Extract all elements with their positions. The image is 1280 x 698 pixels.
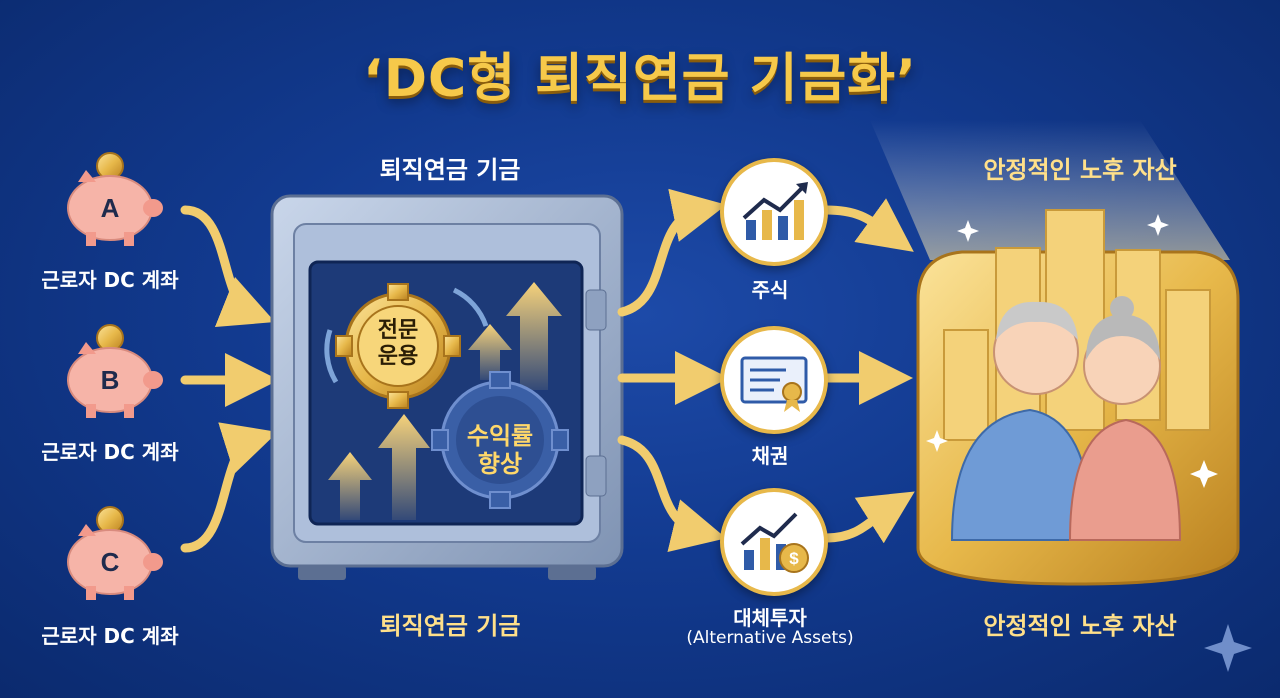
gear-return-improvement: 수익률 향상 (452, 422, 548, 478)
fund-safe-icon (270, 194, 624, 580)
star-icon (1204, 624, 1252, 672)
piggy-bank-c-icon: C (67, 506, 163, 600)
arrow-a-to-fund (180, 205, 276, 327)
retirement-assets-icon (870, 120, 1240, 586)
svg-text:B: B (101, 365, 120, 395)
piggy-bank-b-icon: B (67, 324, 163, 418)
stocks-label: 주식 (751, 278, 789, 302)
gear2-line1: 수익률 (466, 422, 534, 450)
alternatives-sublabel: (Alternative Assets) (686, 628, 854, 648)
bond-certificate-icon (740, 356, 808, 412)
alternative-investment-icon: $ (740, 512, 809, 573)
fund-label-top: 퇴직연금 기금 (379, 156, 521, 184)
stocks-circle (720, 158, 828, 266)
piggy-bank-a-icon: A (67, 152, 163, 246)
stock-chart-icon (742, 182, 808, 240)
svg-text:$: $ (789, 549, 799, 568)
alternatives-label: 대체투자 (733, 606, 807, 630)
fund-label-bottom: 퇴직연금 기금 (379, 612, 521, 640)
account-b-label: 근로자 DC 계좌 (41, 440, 179, 464)
result-label-top: 안정적인 노후 자산 (983, 156, 1177, 184)
svg-text:C: C (101, 547, 120, 577)
bonds-label: 채권 (751, 444, 789, 468)
arrow-stocks-to-result (821, 198, 914, 252)
alternatives-circle: $ (720, 488, 828, 596)
account-c-label: 근로자 DC 계좌 (41, 624, 179, 648)
svg-text:A: A (101, 193, 120, 223)
gear1-line2: 운용 (377, 344, 419, 369)
gear2-line2: 향상 (477, 450, 523, 478)
result-label-bottom: 안정적인 노후 자산 (983, 612, 1177, 640)
arrow-fund-to-stocks (617, 188, 727, 317)
gear1-line1: 전문 (377, 318, 419, 343)
bonds-circle (720, 326, 828, 434)
arrow-c-to-fund (180, 422, 278, 553)
account-a-label: 근로자 DC 계좌 (41, 268, 179, 292)
gear-professional-management: 전문 운용 (358, 318, 438, 370)
arrow-alternatives-to-result (821, 491, 915, 544)
arrow-fund-to-alternatives (617, 435, 727, 552)
page-title: ‘DC형 퇴직연금 기금화’ (363, 49, 917, 109)
